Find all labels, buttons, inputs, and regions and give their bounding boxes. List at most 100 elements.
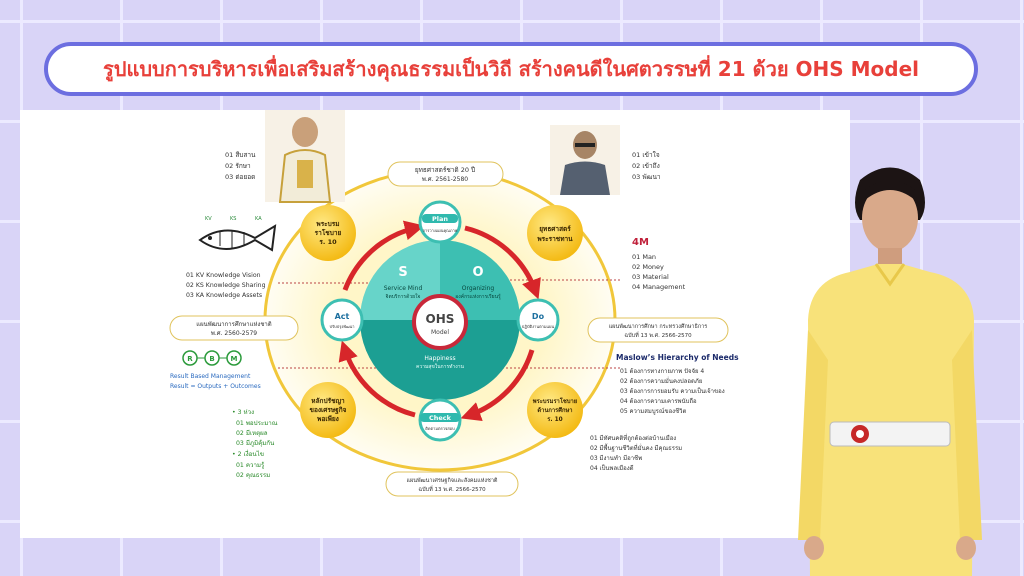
banner-strategy20-l1: ยุทธศาสตร์ชาติ 20 ปี xyxy=(415,166,475,174)
sector-h-sub: ความสุขในการทำงาน xyxy=(416,363,464,370)
maslow-block: Maslow’s Hierarchy of Needs 01 ต้องการทา… xyxy=(616,353,739,415)
threeways-b: 02 คุณธรรม xyxy=(236,472,270,479)
king-left-list: 01 สืบสาน 02 รักษา 03 ต่อยอด xyxy=(225,151,256,181)
rbm-block: R B M Result Based Management Result = O… xyxy=(170,350,261,390)
grid-line xyxy=(0,20,1024,23)
bubble-king10-l2: ราโชบาย xyxy=(315,228,342,237)
node-do-sub: ปฏิบัติงานตามแผน xyxy=(522,324,555,329)
policy-item: 03 มีงานทำ มีอาชีพ xyxy=(590,454,642,462)
king-left-item: 02 รักษา xyxy=(225,162,251,170)
bubble-strategy9-l1: ยุทธศาสตร์ xyxy=(539,225,571,233)
ohs-model-slide: ยุทธศาสตร์ชาติ 20 ปี พ.ศ. 2561-2580 แผนพ… xyxy=(20,110,850,538)
bubble-policy10-l1: พระบรมราโชบาย xyxy=(533,397,578,405)
threeways-a: 03 มีภูมิคุ้มกัน xyxy=(236,439,275,447)
fourm-item: 01 Man xyxy=(632,253,656,261)
rbm-line1: Result Based Management xyxy=(170,373,251,380)
policy-item: 01 มีทัศนคติที่ถูกต้องต่อบ้านเมือง xyxy=(590,434,676,442)
banner-nationalplan-l1: แผนพัฒนาการศึกษาแห่งชาติ xyxy=(196,321,272,328)
banner-strategy20: ยุทธศาสตร์ชาติ 20 ปี พ.ศ. 2561-2580 xyxy=(387,161,504,187)
threeways-block: • 3 ห่วง 01 พอประมาณ 02 มีเหตุผล 03 มีภู… xyxy=(232,409,278,479)
node-plan-sub: การวางแผนคุณภาพ xyxy=(423,228,458,234)
bubble-policy10-l3: ร. 10 xyxy=(547,416,562,423)
maslow-item: 05 ความสมบูรณ์ของชีวิต xyxy=(620,407,687,415)
fish-label: KV xyxy=(205,216,212,222)
king-right-list: 01 เข้าใจ 02 เข้าถึง 03 พัฒนา xyxy=(632,151,661,181)
policy-list: 01 มีทัศนคติที่ถูกต้องต่อบ้านเมือง 02 มี… xyxy=(590,434,682,472)
sector-s-letter: S xyxy=(398,265,407,280)
center-ohs: OHS Model xyxy=(412,294,468,350)
policy-item: 02 มีพื้นฐานชีวิตที่มั่นคง มีคุณธรรม xyxy=(590,442,682,452)
bubble-sufficiency-l1: หลักปรัชญา xyxy=(311,397,345,405)
bubble-strategy9-l2: พระราชทาน xyxy=(537,235,573,243)
banner-mohplan-l2: ฉบับที่ 13 พ.ศ. 2566-2570 xyxy=(624,331,692,339)
threeways-h2: • 2 เงื่อนไข xyxy=(232,450,264,458)
node-plan: Plan การวางแผนคุณภาพ xyxy=(418,200,462,244)
node-check-label: Check xyxy=(429,414,452,422)
sector-s: S Service Mind จิตบริการด้วยใจ xyxy=(360,240,440,320)
sector-h-name: Happiness xyxy=(424,355,455,362)
node-do: Do ปฏิบัติงานตามแผน xyxy=(516,298,560,342)
banner-bottomplan: แผนพัฒนาเศรษฐกิจและสังคมแห่งชาติ ฉบับที่… xyxy=(385,471,519,497)
maslow-item: 01 ต้องการทางกายภาพ ปัจจัย 4 xyxy=(620,368,704,375)
center-ohs-line2: Model xyxy=(431,329,449,336)
fish-icon xyxy=(198,224,277,252)
bubble-policy10: พระบรมราโชบาย ด้านการศึกษา ร. 10 xyxy=(527,382,583,438)
fish-list: 01 KV Knowledge Vision 02 KS Knowledge S… xyxy=(186,272,266,299)
fish-item: 02 KS Knowledge Sharing xyxy=(186,282,266,289)
maslow-item: 02 ต้องการความมั่นคงปลอดภัย xyxy=(620,377,702,385)
rbm-letter: M xyxy=(231,355,238,363)
fish-label: KA xyxy=(255,216,262,222)
king-right-item: 03 พัฒนา xyxy=(632,173,661,181)
fish-label: KS xyxy=(230,216,236,222)
bubble-sufficiency-l3: พอเพียง xyxy=(317,415,339,423)
bubble-king10: พระบรม ราโชบาย ร. 10 xyxy=(300,205,356,261)
presenter-photo xyxy=(798,167,982,576)
node-plan-label: Plan xyxy=(432,215,448,223)
banner-nationalplan-l2: พ.ศ. 2560-2579 xyxy=(211,330,257,337)
sector-o-name: Organizing xyxy=(462,285,495,292)
fourm-block: 4M 01 Man 02 Money 03 Material 04 Manage… xyxy=(632,237,686,291)
king-left-portrait xyxy=(265,110,345,203)
banner-bottomplan-l2: ฉบับที่ 13 พ.ศ. 2566-2570 xyxy=(418,485,486,493)
fourm-item: 04 Management xyxy=(632,283,686,291)
maslow-item: 03 ต้องการการยอมรับ ความเป็นเจ้าของ xyxy=(620,386,725,395)
rbm-line2: Result = Outputs + Outcomes xyxy=(170,383,261,390)
bubble-sufficiency: หลักปรัชญา ของเศรษฐกิจ พอเพียง xyxy=(300,382,356,438)
threeways-h1: • 3 ห่วง xyxy=(232,409,254,416)
threeways-b: 01 ความรู้ xyxy=(236,461,265,469)
banner-bottomplan-l1: แผนพัฒนาเศรษฐกิจและสังคมแห่งชาติ xyxy=(407,477,498,484)
title-banner: รูปแบบการบริหารเพื่อเสริมสร้างคุณธรรมเป็… xyxy=(44,42,978,96)
policy-item: 04 เป็นพลเมืองดี xyxy=(590,463,634,472)
king-right-item: 01 เข้าใจ xyxy=(632,151,660,159)
fourm-title: 4M xyxy=(632,237,649,248)
king-left-item: 03 ต่อยอด xyxy=(225,173,255,181)
fish-item: 01 KV Knowledge Vision xyxy=(186,272,261,279)
node-act-sub: ปรับปรุงพัฒนา xyxy=(329,324,354,330)
page-title: รูปแบบการบริหารเพื่อเสริมสร้างคุณธรรมเป็… xyxy=(103,57,919,81)
node-act: Act ปรับปรุงพัฒนา xyxy=(320,298,364,342)
banner-strategy20-l2: พ.ศ. 2561-2580 xyxy=(422,176,468,183)
bubble-king10-l3: ร. 10 xyxy=(319,238,337,246)
rbm-letter: R xyxy=(187,355,193,363)
threeways-a: 01 พอประมาณ xyxy=(236,420,278,427)
center-ohs-line1: OHS xyxy=(426,312,455,326)
king-right-item: 02 เข้าถึง xyxy=(632,162,660,170)
king-right-portrait xyxy=(550,125,620,195)
fourm-item: 03 Material xyxy=(632,273,669,281)
sector-o-sub: องค์กรแห่งการเรียนรู้ xyxy=(455,293,501,300)
banner-mohplan: แผนพัฒนาการศึกษา กระทรวงศึกษาธิการ ฉบับท… xyxy=(587,317,729,343)
node-do-label: Do xyxy=(532,312,545,321)
sector-o: O Organizing องค์กรแห่งการเรียนรู้ xyxy=(440,240,520,320)
ohs-model-diagram: ยุทธศาสตร์ชาติ 20 ปี พ.ศ. 2561-2580 แผนพ… xyxy=(169,110,739,497)
node-act-label: Act xyxy=(335,312,350,321)
maslow-item: 04 ต้องการความเคารพนับถือ xyxy=(620,397,697,405)
node-check: Check ติดตามตรวจสอบ xyxy=(418,398,462,442)
sector-s-name: Service Mind xyxy=(384,285,423,292)
pdca-arrows xyxy=(338,220,541,422)
node-check-sub: ติดตามตรวจสอบ xyxy=(425,426,455,431)
threeways-a: 02 มีเหตุผล xyxy=(236,429,268,437)
grid-line xyxy=(1020,0,1023,576)
bubble-king10-l1: พระบรม xyxy=(316,220,339,228)
fourm-item: 02 Money xyxy=(632,263,664,271)
bubble-policy10-l2: ด้านการศึกษา xyxy=(537,406,572,414)
